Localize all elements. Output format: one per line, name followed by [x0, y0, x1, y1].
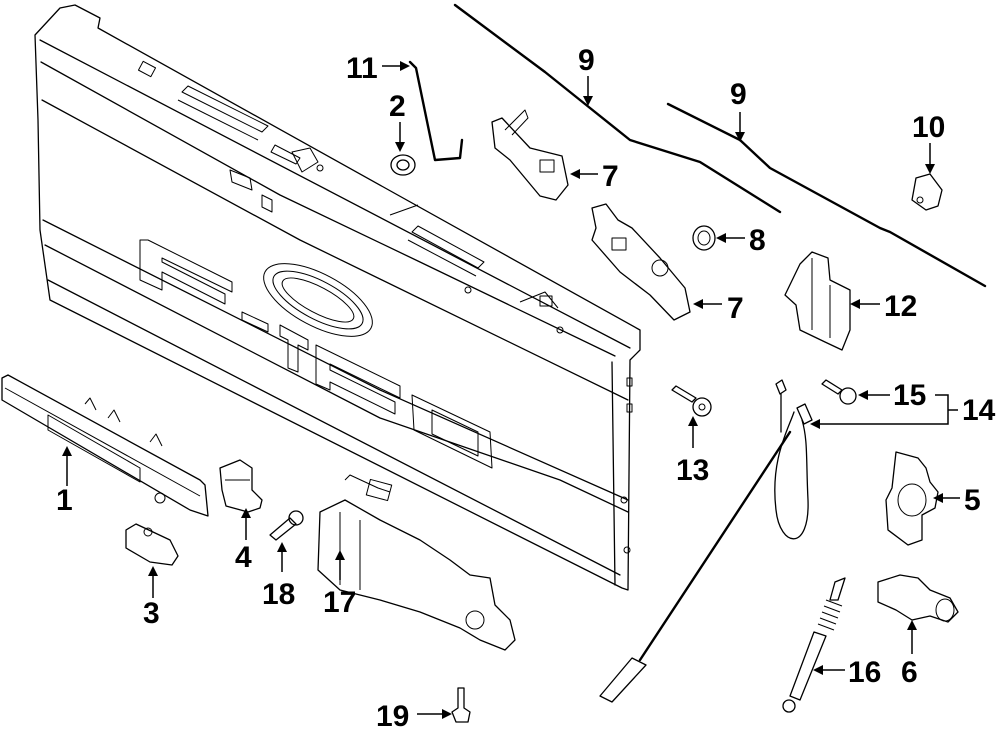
- callout-2[interactable]: 2: [389, 90, 406, 123]
- grommet[interactable]: [390, 154, 416, 176]
- release-rod-left[interactable]: [453, 3, 782, 214]
- switch[interactable]: [219, 459, 263, 513]
- striker-bolt[interactable]: [671, 385, 712, 417]
- callout-7-upper[interactable]: 7: [602, 160, 619, 193]
- callout-7-lower[interactable]: 7: [727, 292, 744, 325]
- rod-clip[interactable]: [911, 173, 943, 211]
- callout-11[interactable]: 11: [346, 52, 378, 85]
- screw[interactable]: [269, 510, 304, 541]
- latch-assembly-right[interactable]: [784, 251, 851, 351]
- callout-19[interactable]: 19: [376, 700, 409, 733]
- assist-strut[interactable]: [782, 577, 846, 713]
- callout-17[interactable]: 17: [323, 586, 356, 619]
- bushing[interactable]: [692, 225, 716, 251]
- callout-9-left[interactable]: 9: [578, 44, 595, 77]
- power-release-actuator[interactable]: [317, 474, 516, 651]
- bolt[interactable]: [451, 687, 471, 723]
- cable-pin[interactable]: [821, 379, 857, 405]
- callout-14[interactable]: 14: [962, 394, 996, 427]
- release-rod-right[interactable]: [666, 102, 987, 288]
- callout-leaders: [62, 61, 960, 719]
- callout-12[interactable]: 12: [884, 290, 917, 323]
- callout-13[interactable]: 13: [676, 454, 709, 487]
- ford-oval-emblem: [263, 263, 373, 337]
- lock-cylinder[interactable]: [877, 574, 959, 623]
- callout-9-right[interactable]: 9: [730, 78, 747, 111]
- callout-4[interactable]: 4: [235, 541, 252, 574]
- lock-actuator[interactable]: [885, 451, 939, 546]
- callout-15[interactable]: 15: [893, 379, 926, 412]
- tailgate-panel[interactable]: [34, 4, 641, 591]
- latch-upper[interactable]: [491, 109, 569, 201]
- camera-bracket[interactable]: [125, 523, 179, 566]
- handle-assembly[interactable]: [1, 374, 209, 517]
- support-cable-kit[interactable]: [599, 379, 813, 703]
- callout-8[interactable]: 8: [749, 224, 766, 257]
- callout-10[interactable]: 10: [912, 111, 945, 144]
- callout-16[interactable]: 16: [848, 656, 881, 689]
- link-rod[interactable]: [408, 60, 464, 162]
- callout-1[interactable]: 1: [56, 484, 73, 517]
- callout-5[interactable]: 5: [964, 484, 981, 517]
- callout-18[interactable]: 18: [262, 578, 295, 611]
- callout-3[interactable]: 3: [143, 597, 160, 630]
- callout-6[interactable]: 6: [901, 656, 918, 689]
- f150-emblem-letters: [139, 239, 493, 469]
- latch-lower[interactable]: [591, 203, 691, 321]
